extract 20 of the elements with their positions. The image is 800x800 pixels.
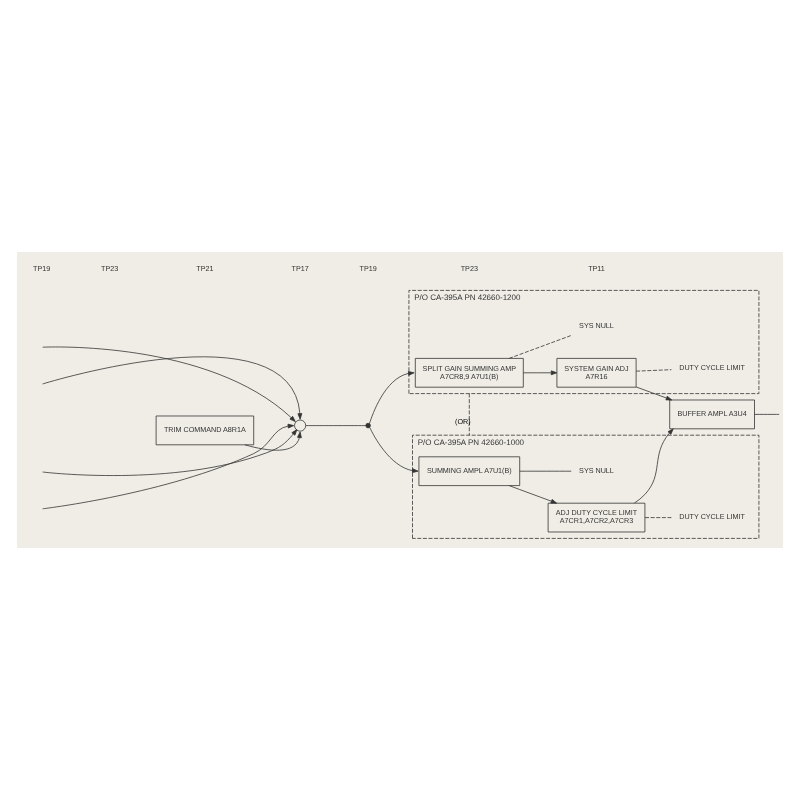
connector: [754, 414, 780, 415]
node-circle: [294, 419, 307, 432]
arrow: [508, 485, 558, 504]
arrow: [369, 371, 415, 424]
arrow: [42, 415, 298, 510]
arrow: [42, 346, 296, 422]
connector: [305, 425, 367, 426]
connector: [644, 517, 672, 518]
arrow: [42, 356, 303, 422]
arrow: [42, 429, 302, 476]
connector: [519, 470, 572, 472]
arrow: [635, 386, 673, 401]
arrow: [633, 428, 674, 504]
node-dot: [365, 422, 371, 429]
connector: [635, 369, 672, 372]
connector: [508, 335, 572, 359]
arrow: [523, 370, 558, 376]
connector: [468, 393, 470, 436]
arrow: [244, 429, 302, 451]
arrow: [369, 427, 419, 473]
